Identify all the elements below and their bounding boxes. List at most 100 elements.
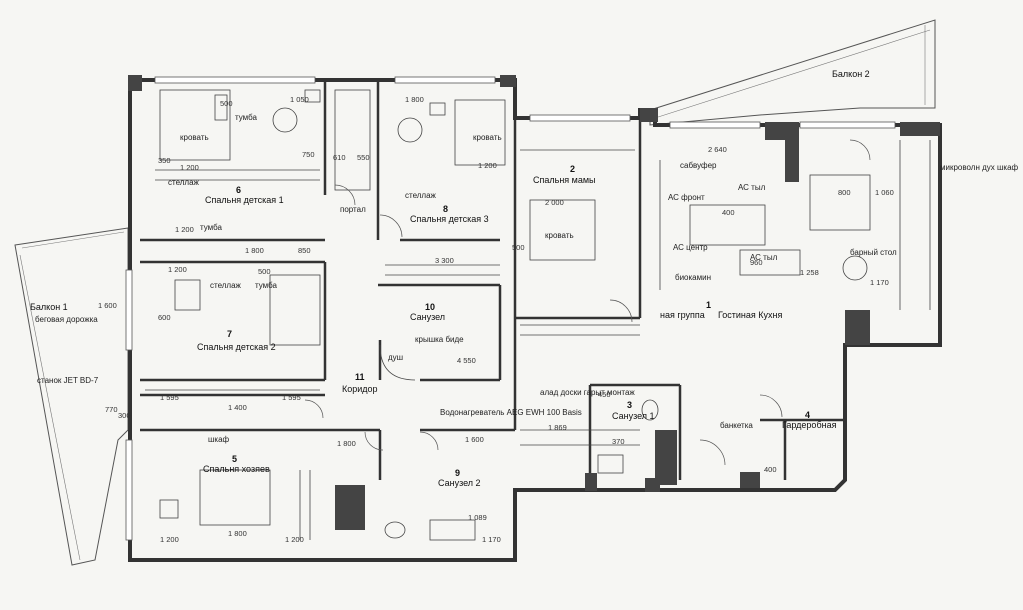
room-1-prefix: ная группа bbox=[660, 310, 705, 320]
dim-500-b: 500 bbox=[258, 267, 271, 276]
room-1-name: Гостиная Кухня bbox=[718, 310, 782, 320]
dim-1595-b: 1 595 bbox=[282, 393, 301, 402]
dim-800: 800 bbox=[838, 188, 851, 197]
label-ac-center: АС центр bbox=[673, 243, 708, 252]
room-11-number: 11 bbox=[355, 372, 365, 382]
room-7-name: Спальня детская 2 bbox=[197, 342, 276, 352]
label-ac-rear-1: АС тыл bbox=[738, 183, 766, 192]
dim-1200-f: 1 200 bbox=[285, 535, 304, 544]
label-tumba-top: тумба bbox=[200, 223, 222, 232]
label-bide: крышка биде bbox=[415, 335, 464, 344]
room-4-name: Гардеробная bbox=[782, 420, 837, 430]
dim-1258: 1 258 bbox=[800, 268, 819, 277]
dim-1200-b: 1 200 bbox=[478, 161, 497, 170]
dim-1200-e: 1 200 bbox=[160, 535, 179, 544]
balcony-2-label: Балкон 2 bbox=[832, 69, 870, 79]
room-11-name: Коридор bbox=[342, 384, 378, 394]
dim-1600-b: 1 600 bbox=[98, 301, 117, 310]
label-shower: душ bbox=[388, 353, 403, 362]
balcony-1-label: Балкон 1 bbox=[30, 302, 68, 312]
dim-500-a: 500 bbox=[220, 99, 233, 108]
dim-1800-d: 1 800 bbox=[228, 529, 247, 538]
label-tumba-7: тумба bbox=[255, 281, 277, 290]
room-3-number: 3 bbox=[627, 400, 632, 410]
structural-columns bbox=[128, 75, 940, 530]
dim-1170: 1 170 bbox=[870, 278, 889, 287]
label-subwoofer: сабвуфер bbox=[680, 161, 717, 170]
label-microwave: микроволн дух шкаф bbox=[940, 163, 1019, 172]
room-7-number: 7 bbox=[227, 329, 232, 339]
room-10-name: Санузел bbox=[410, 312, 445, 322]
dim-1800-a: 1 800 bbox=[405, 95, 424, 104]
dim-500-c: 500 bbox=[512, 243, 525, 252]
room-3-name: Санузел 1 bbox=[612, 411, 655, 421]
label-bar-table: барный стол bbox=[850, 248, 897, 257]
label-shkaf: шкаф bbox=[208, 435, 230, 444]
dim-1200-c: 1 200 bbox=[175, 225, 194, 234]
bed-room-7 bbox=[269, 274, 321, 346]
dim-300: 300 bbox=[118, 411, 131, 420]
room-4-number: 4 bbox=[805, 410, 810, 420]
dim-350: 350 bbox=[158, 156, 171, 165]
label-ac-front: АС фронт bbox=[668, 193, 705, 202]
dim-2640: 2 640 bbox=[708, 145, 727, 154]
furniture-labels: кровать стеллаж тумба портал кровать сте… bbox=[35, 113, 1019, 444]
dim-1800-c: 1 800 bbox=[337, 439, 356, 448]
dim-4550: 4 550 bbox=[457, 356, 476, 365]
room-10-number: 10 bbox=[425, 302, 435, 312]
dim-1800-b: 1 800 bbox=[245, 246, 264, 255]
windows bbox=[125, 76, 896, 541]
dim-600-a: 600 bbox=[158, 313, 171, 322]
label-bed-6: кровать bbox=[180, 133, 209, 142]
dim-750: 750 bbox=[302, 150, 315, 159]
dining-table bbox=[809, 174, 871, 231]
dim-1200-a: 1 200 bbox=[180, 163, 199, 172]
bed-room-6 bbox=[159, 89, 231, 161]
room-6-name: Спальня детская 1 bbox=[205, 195, 284, 205]
dim-770: 770 bbox=[105, 405, 118, 414]
interior-walls bbox=[140, 82, 845, 480]
label-bioflame: биокамин bbox=[675, 273, 711, 282]
bed-room-2 bbox=[529, 199, 596, 261]
label-stellazh-6: стеллаж bbox=[168, 178, 200, 187]
dim-1050: 1 050 bbox=[290, 95, 309, 104]
label-bed-2: кровать bbox=[545, 231, 574, 240]
label-banketka: банкетка bbox=[720, 421, 753, 430]
label-ac-rear-2: АС тыл bbox=[750, 253, 778, 262]
dim-550: 550 bbox=[357, 153, 370, 162]
dim-400-b: 400 bbox=[764, 465, 777, 474]
furniture bbox=[145, 89, 931, 541]
dim-3300: 3 300 bbox=[435, 256, 454, 265]
room-labels: 6 Спальня детская 1 8 Спальня детская 3 … bbox=[30, 69, 870, 488]
label-bed-8: кровать bbox=[473, 133, 502, 142]
room-8-name: Спальня детская 3 bbox=[410, 214, 489, 224]
room-2-name: Спальня мамы bbox=[533, 175, 596, 185]
doors bbox=[304, 139, 871, 466]
dim-1060: 1 060 bbox=[875, 188, 894, 197]
room-8-number: 8 bbox=[443, 204, 448, 214]
label-stellazh-7: стеллаж bbox=[210, 281, 242, 290]
room-9-number: 9 bbox=[455, 468, 460, 478]
dim-1595-a: 1 595 bbox=[160, 393, 179, 402]
dim-370: 370 bbox=[612, 437, 625, 446]
dim-1600-a: 1 600 bbox=[465, 435, 484, 444]
label-machine: станок JET BD-7 bbox=[37, 376, 99, 385]
bed-room-8 bbox=[454, 99, 506, 166]
label-treadmill: беговая дорожка bbox=[35, 315, 98, 324]
balcony-2 bbox=[649, 19, 936, 126]
label-tumba-6: тумба bbox=[235, 113, 257, 122]
room-5-name: Спальня хозяев bbox=[203, 464, 270, 474]
room-6-number: 6 bbox=[236, 185, 241, 195]
dim-1400: 1 400 bbox=[228, 403, 247, 412]
dim-850: 850 bbox=[298, 246, 311, 255]
room-2-number: 2 bbox=[570, 164, 575, 174]
room-1-number: 1 bbox=[706, 300, 711, 310]
room-5-number: 5 bbox=[232, 454, 237, 464]
bed-room-5 bbox=[199, 469, 271, 526]
room-9-name: Санузел 2 bbox=[438, 478, 481, 488]
dim-400-a: 400 bbox=[722, 208, 735, 217]
label-boards: алад доски гарыт монтаж bbox=[540, 388, 635, 397]
label-portal: портал bbox=[340, 205, 366, 214]
